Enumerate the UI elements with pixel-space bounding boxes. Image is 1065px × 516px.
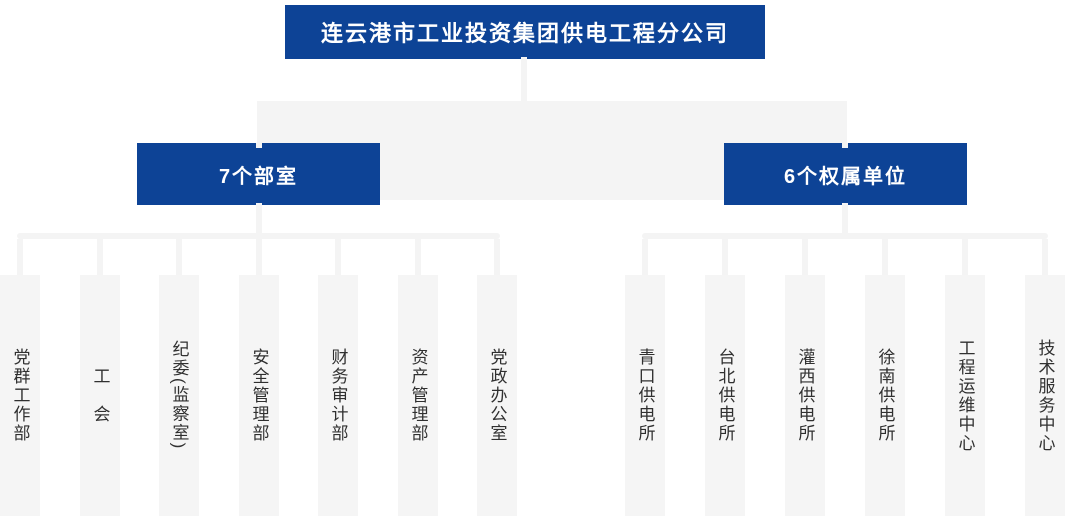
unit-label: 灌西供电所 bbox=[795, 348, 815, 443]
unit-column: 灌西供电所 bbox=[785, 275, 825, 516]
department-label: 财务审计部 bbox=[328, 348, 348, 443]
department-label: 安全管理部 bbox=[249, 348, 269, 443]
department-column: 财务审计部 bbox=[318, 275, 358, 516]
department-column: 党群工作部 bbox=[0, 275, 40, 516]
department-label: 工 会 bbox=[90, 367, 110, 424]
connector-right-drop bbox=[962, 239, 968, 275]
unit-column: 台北供电所 bbox=[705, 275, 745, 516]
unit-label: 工程运维中心 bbox=[955, 338, 975, 453]
unit-column: 工程运维中心 bbox=[945, 275, 985, 516]
connector-right-drop bbox=[722, 239, 728, 275]
unit-column: 青口供电所 bbox=[625, 275, 665, 516]
unit-column: 徐南供电所 bbox=[865, 275, 905, 516]
org-root-label: 连云港市工业投资集团供电工程分公司 bbox=[320, 21, 729, 46]
connector-tick-right bbox=[842, 143, 848, 148]
connector-right-stem bbox=[842, 203, 848, 239]
department-column: 纪委(监察室) bbox=[159, 275, 199, 516]
connector-left-drop bbox=[256, 239, 262, 275]
connector-right-drop bbox=[1042, 239, 1048, 275]
connector-left-drop bbox=[335, 239, 341, 275]
connector-right-drop bbox=[642, 239, 648, 275]
org-root-box: 连云港市工业投资集团供电工程分公司 bbox=[285, 5, 765, 59]
connector-root-drop bbox=[521, 57, 527, 101]
unit-label: 台北供电所 bbox=[715, 348, 735, 443]
connector-left-drop bbox=[17, 239, 23, 275]
unit-label: 青口供电所 bbox=[635, 348, 655, 443]
group-box-departments: 7个部室 bbox=[137, 143, 380, 205]
department-label: 资产管理部 bbox=[408, 348, 428, 443]
department-column: 安全管理部 bbox=[239, 275, 279, 516]
connector-left-drop bbox=[97, 239, 103, 275]
connector-left-drop bbox=[494, 239, 500, 275]
unit-label: 技术服务中心 bbox=[1035, 338, 1055, 453]
unit-label: 徐南供电所 bbox=[875, 348, 895, 443]
department-column: 资产管理部 bbox=[398, 275, 438, 516]
group-units-label: 6个权属单位 bbox=[783, 165, 908, 188]
group-box-units: 6个权属单位 bbox=[724, 143, 967, 205]
connector-left-stem bbox=[256, 203, 262, 239]
department-label: 纪委(监察室) bbox=[169, 340, 189, 451]
department-column: 工 会 bbox=[80, 275, 120, 516]
connector-right-drop bbox=[802, 239, 808, 275]
unit-column: 技术服务中心 bbox=[1025, 275, 1065, 516]
connector-tick-left bbox=[256, 143, 262, 148]
connector-left-drop bbox=[176, 239, 182, 275]
connector-left-drop bbox=[415, 239, 421, 275]
department-label: 党群工作部 bbox=[10, 348, 30, 443]
group-departments-label: 7个部室 bbox=[218, 165, 299, 188]
department-column: 党政办公室 bbox=[477, 275, 517, 516]
department-label: 党政办公室 bbox=[487, 348, 507, 443]
connector-right-drop bbox=[882, 239, 888, 275]
